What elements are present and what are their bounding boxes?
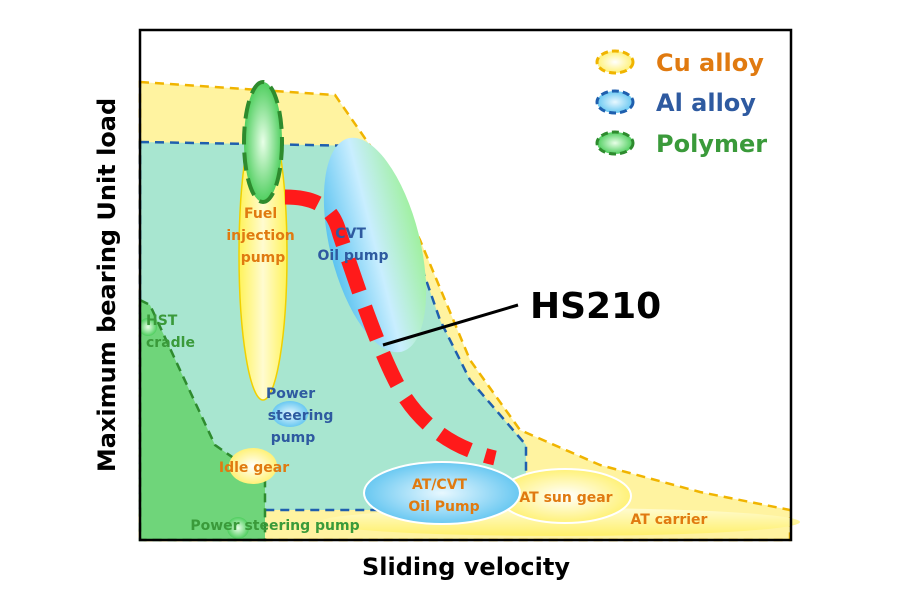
legend-al-swatch — [595, 89, 635, 115]
hst-cradle-dot — [139, 318, 157, 336]
power-steering-pump-al-label: Power steering pump — [266, 386, 338, 446]
hs210-label: HS210 — [530, 286, 661, 327]
cvt-oil-pump-label: CVT Oil pump — [318, 226, 389, 264]
idle-gear-blob — [229, 448, 277, 484]
hs210-callout-line — [382, 303, 519, 347]
legend-polymer-swatch — [595, 130, 635, 156]
at-cvt-oil-pump-label: AT/CVT Oil Pump — [408, 477, 479, 515]
polymer-top-ellipse — [242, 80, 284, 204]
power-steering-pump-blob — [272, 401, 308, 427]
plot-frame — [138, 28, 793, 542]
legend-cu-label: Cu alloy — [656, 49, 764, 77]
y-axis-label: Maximum bearing Unit load — [93, 98, 121, 472]
hs210-curve — [284, 189, 497, 466]
hst-cradle-label: HST cradle — [146, 313, 195, 351]
cvt-oil-pump-ellipse — [323, 137, 427, 353]
legend-al-label: Al alloy — [656, 89, 756, 117]
power-steering-pump-poly-label: Power steering pump — [190, 518, 359, 534]
x-axis-label: Sliding velocity — [362, 553, 570, 581]
legend-cu-swatch — [595, 49, 635, 75]
legend: Cu alloy Al alloy Polymer — [595, 49, 767, 158]
at-carrier-label: AT carrier — [631, 512, 708, 528]
legend-polymer-label: Polymer — [656, 130, 767, 158]
at-sun-gear-label: AT sun gear — [519, 490, 612, 506]
fuel-injection-pump-label: Fuel injection pump — [226, 206, 299, 266]
at-cvt-oil-pump-ellipse — [363, 461, 521, 525]
idle-gear-label: Idle gear — [219, 460, 289, 476]
power-steering-pump-poly-dot — [227, 517, 249, 539]
